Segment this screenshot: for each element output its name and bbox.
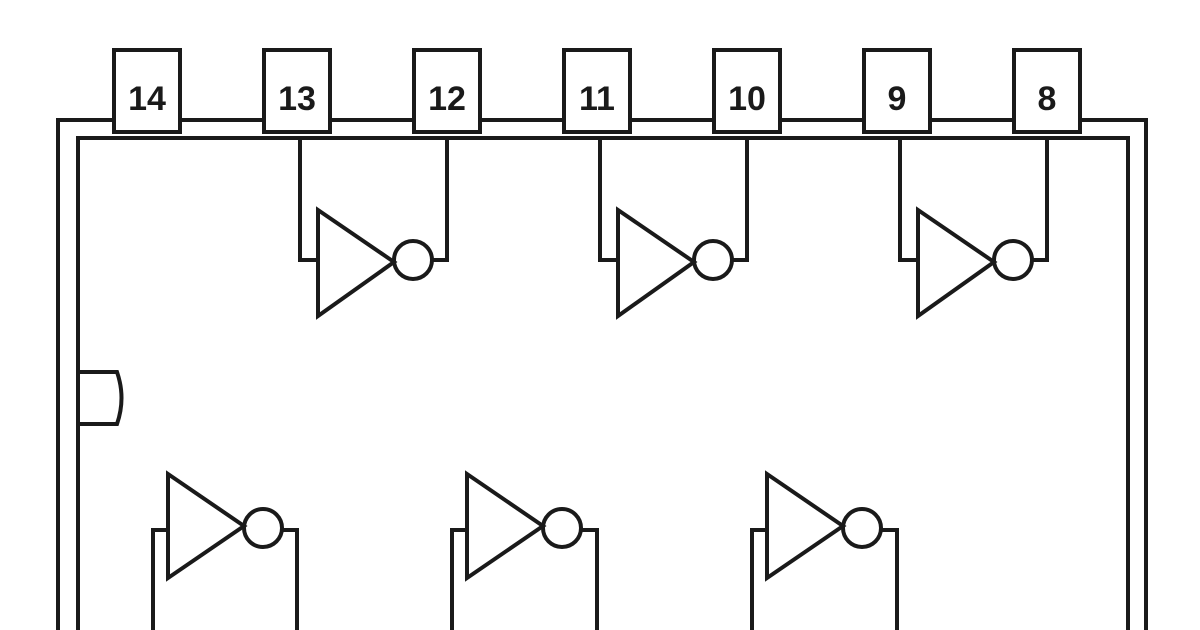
pin-label: 14 [128,80,166,118]
pin-label: 12 [428,80,466,118]
pin-12: 12 [412,48,482,134]
pin-14: 14 [112,48,182,134]
inverter-gate-13-12 [298,140,449,320]
inverter-gate-bottom-2 [450,470,599,630]
pin-13: 13 [262,48,332,134]
inverter-gate-9-8 [898,140,1049,320]
orientation-notch [80,370,124,426]
pin-label: 13 [278,80,316,118]
pin-label: 10 [728,80,766,118]
pin-label: 8 [1038,80,1057,118]
pin-8: 8 [1012,48,1082,134]
pin-label: 9 [888,80,907,118]
inverter-gate-bottom-3 [750,470,899,630]
ic-package-inner-outline [76,136,1130,630]
pin-10: 10 [712,48,782,134]
inverter-gate-bottom-1 [151,470,299,630]
inverter-gate-11-10 [598,140,749,320]
pin-11: 11 [562,48,632,134]
pin-9: 9 [862,48,932,134]
pin-label: 11 [579,80,615,118]
